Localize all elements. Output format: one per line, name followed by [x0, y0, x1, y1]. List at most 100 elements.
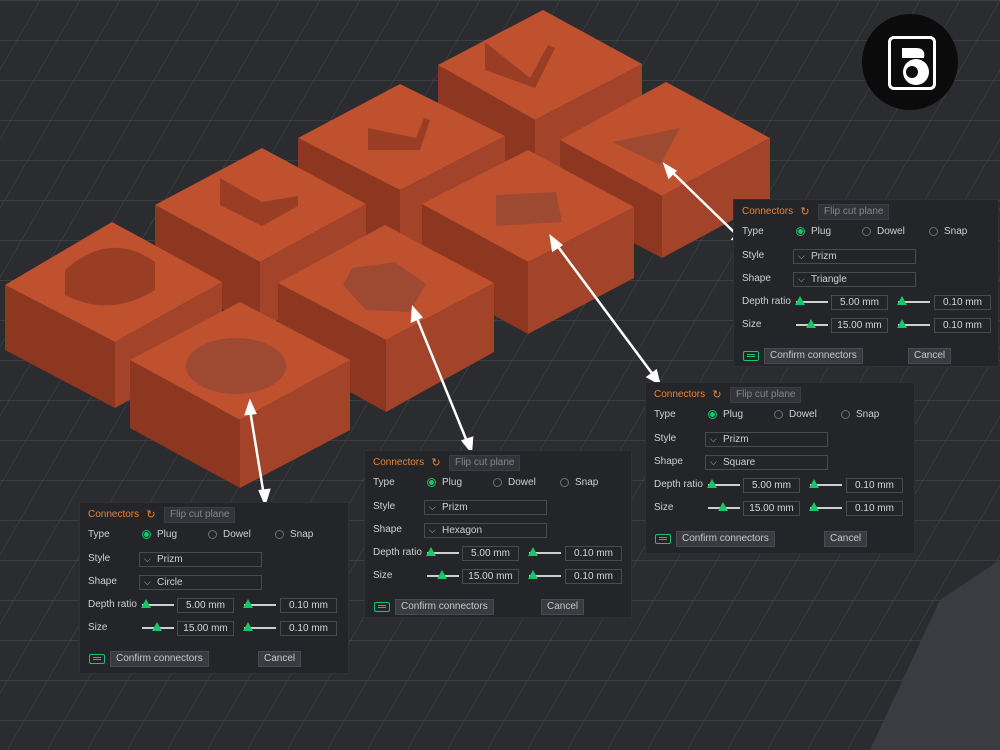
radio-plug[interactable] — [142, 530, 151, 539]
keyboard-icon[interactable] — [655, 534, 671, 544]
size-tolerance-slider[interactable] — [897, 319, 930, 328]
keyboard-icon[interactable] — [89, 654, 105, 664]
confirm-connectors-button[interactable]: Confirm connectors — [764, 348, 863, 364]
size-tolerance-input[interactable]: 0.10 mm — [934, 318, 991, 333]
size-tolerance-slider[interactable] — [528, 570, 561, 579]
depth-tolerance-slider[interactable] — [809, 479, 842, 488]
style-select[interactable]: ⌵ Prizm — [793, 249, 916, 264]
depth-slider[interactable] — [795, 296, 828, 305]
slider-handle[interactable] — [897, 319, 907, 328]
radio-dowel[interactable] — [208, 530, 217, 539]
slider-handle[interactable] — [795, 296, 805, 305]
part-block[interactable] — [130, 302, 350, 488]
part-block[interactable] — [422, 150, 634, 334]
slider-handle[interactable] — [809, 479, 819, 488]
depth-tolerance-input[interactable]: 0.10 mm — [934, 295, 991, 310]
footer-row: Confirm connectors Cancel — [365, 599, 631, 615]
slider-handle[interactable] — [243, 599, 253, 608]
slider-handle[interactable] — [152, 622, 162, 631]
confirm-connectors-button[interactable]: Confirm connectors — [110, 651, 209, 667]
size-tolerance-input[interactable]: 0.10 mm — [280, 621, 337, 636]
confirm-connectors-button[interactable]: Confirm connectors — [676, 531, 775, 547]
radio-snap[interactable] — [560, 478, 569, 487]
style-select[interactable]: ⌵ Prizm — [705, 432, 828, 447]
depth-slider[interactable] — [141, 599, 174, 608]
size-slider[interactable] — [142, 622, 174, 631]
radio-snap[interactable] — [841, 410, 850, 419]
radio-plug[interactable] — [796, 227, 805, 236]
reset-icon[interactable]: ↻ — [712, 389, 722, 401]
slider-handle[interactable] — [528, 570, 538, 579]
depth-tolerance-input[interactable]: 0.10 mm — [280, 598, 337, 613]
shape-select[interactable]: ⌵ Circle — [139, 575, 262, 590]
depth-tolerance-input[interactable]: 0.10 mm — [846, 478, 903, 493]
size-tolerance-slider[interactable] — [809, 502, 842, 511]
style-row: Style ⌵ Prizm — [365, 499, 631, 515]
shape-select[interactable]: ⌵ Hexagon — [424, 523, 547, 538]
cancel-button[interactable]: Cancel — [908, 348, 952, 364]
slider-handle[interactable] — [806, 319, 816, 328]
slider-handle[interactable] — [809, 502, 819, 511]
cancel-button[interactable]: Cancel — [258, 651, 302, 667]
style-select[interactable]: ⌵ Prizm — [139, 552, 262, 567]
depth-tolerance-slider[interactable] — [528, 547, 561, 556]
flip-cut-plane-button[interactable]: Flip cut plane — [449, 455, 521, 471]
confirm-connectors-button[interactable]: Confirm connectors — [395, 599, 494, 615]
size-slider[interactable] — [796, 319, 828, 328]
size-tolerance-slider[interactable] — [243, 622, 276, 631]
depth-tolerance-slider[interactable] — [243, 599, 276, 608]
flip-cut-plane-button[interactable]: Flip cut plane — [818, 204, 890, 220]
keyboard-icon[interactable] — [743, 351, 759, 361]
style-select[interactable]: ⌵ Prizm — [424, 500, 547, 515]
cancel-button[interactable]: Cancel — [824, 531, 868, 547]
slider-handle[interactable] — [528, 547, 538, 556]
reset-icon[interactable]: ↻ — [800, 206, 810, 218]
radio-snap[interactable] — [929, 227, 938, 236]
reset-icon[interactable]: ↻ — [431, 457, 441, 469]
radio-plug-label: Plug — [442, 477, 463, 488]
depth-tolerance-slider[interactable] — [897, 296, 930, 305]
size-input[interactable]: 15.00 mm — [831, 318, 888, 333]
part-block[interactable] — [278, 225, 494, 412]
slider-handle[interactable] — [426, 547, 436, 556]
depth-input[interactable]: 5.00 mm — [831, 295, 888, 310]
depth-slider[interactable] — [426, 547, 459, 556]
size-input-value: 15.00 mm — [468, 571, 513, 582]
reset-icon[interactable]: ↻ — [146, 509, 156, 521]
size-tolerance-input[interactable]: 0.10 mm — [565, 569, 622, 584]
slider-handle[interactable] — [437, 570, 447, 579]
size-input[interactable]: 15.00 mm — [177, 621, 234, 636]
size-input[interactable]: 15.00 mm — [462, 569, 519, 584]
slider-handle[interactable] — [243, 622, 253, 631]
radio-dowel[interactable] — [493, 478, 502, 487]
cut-parts[interactable] — [5, 10, 770, 488]
slider-handle[interactable] — [707, 479, 717, 488]
slider-handle[interactable] — [897, 296, 907, 305]
radio-dowel[interactable] — [862, 227, 871, 236]
radio-plug[interactable] — [427, 478, 436, 487]
slider-handle[interactable] — [718, 502, 728, 511]
depth-input[interactable]: 5.00 mm — [462, 546, 519, 561]
shape-select[interactable]: ⌵ Square — [705, 455, 828, 470]
keyboard-icon[interactable] — [374, 602, 390, 612]
depth-input[interactable]: 5.00 mm — [743, 478, 800, 493]
depth-slider[interactable] — [707, 479, 740, 488]
shape-select[interactable]: ⌵ Triangle — [793, 272, 916, 287]
shape-value: Hexagon — [442, 525, 483, 536]
depth-tolerance-input[interactable]: 0.10 mm — [565, 546, 622, 561]
size-slider[interactable] — [427, 570, 459, 579]
size-tolerance-input[interactable]: 0.10 mm — [846, 501, 903, 516]
size-label: Size — [88, 622, 108, 633]
radio-plug[interactable] — [708, 410, 717, 419]
flip-cut-plane-button[interactable]: Flip cut plane — [730, 387, 802, 403]
depth-input[interactable]: 5.00 mm — [177, 598, 234, 613]
size-slider[interactable] — [708, 502, 740, 511]
cancel-button[interactable]: Cancel — [541, 599, 585, 615]
panel-title: Connectors — [654, 389, 706, 400]
radio-dowel[interactable] — [774, 410, 783, 419]
flip-cut-plane-button[interactable]: Flip cut plane — [164, 507, 236, 523]
size-input[interactable]: 15.00 mm — [743, 501, 800, 516]
radio-snap[interactable] — [275, 530, 284, 539]
slider-handle[interactable] — [141, 599, 151, 608]
